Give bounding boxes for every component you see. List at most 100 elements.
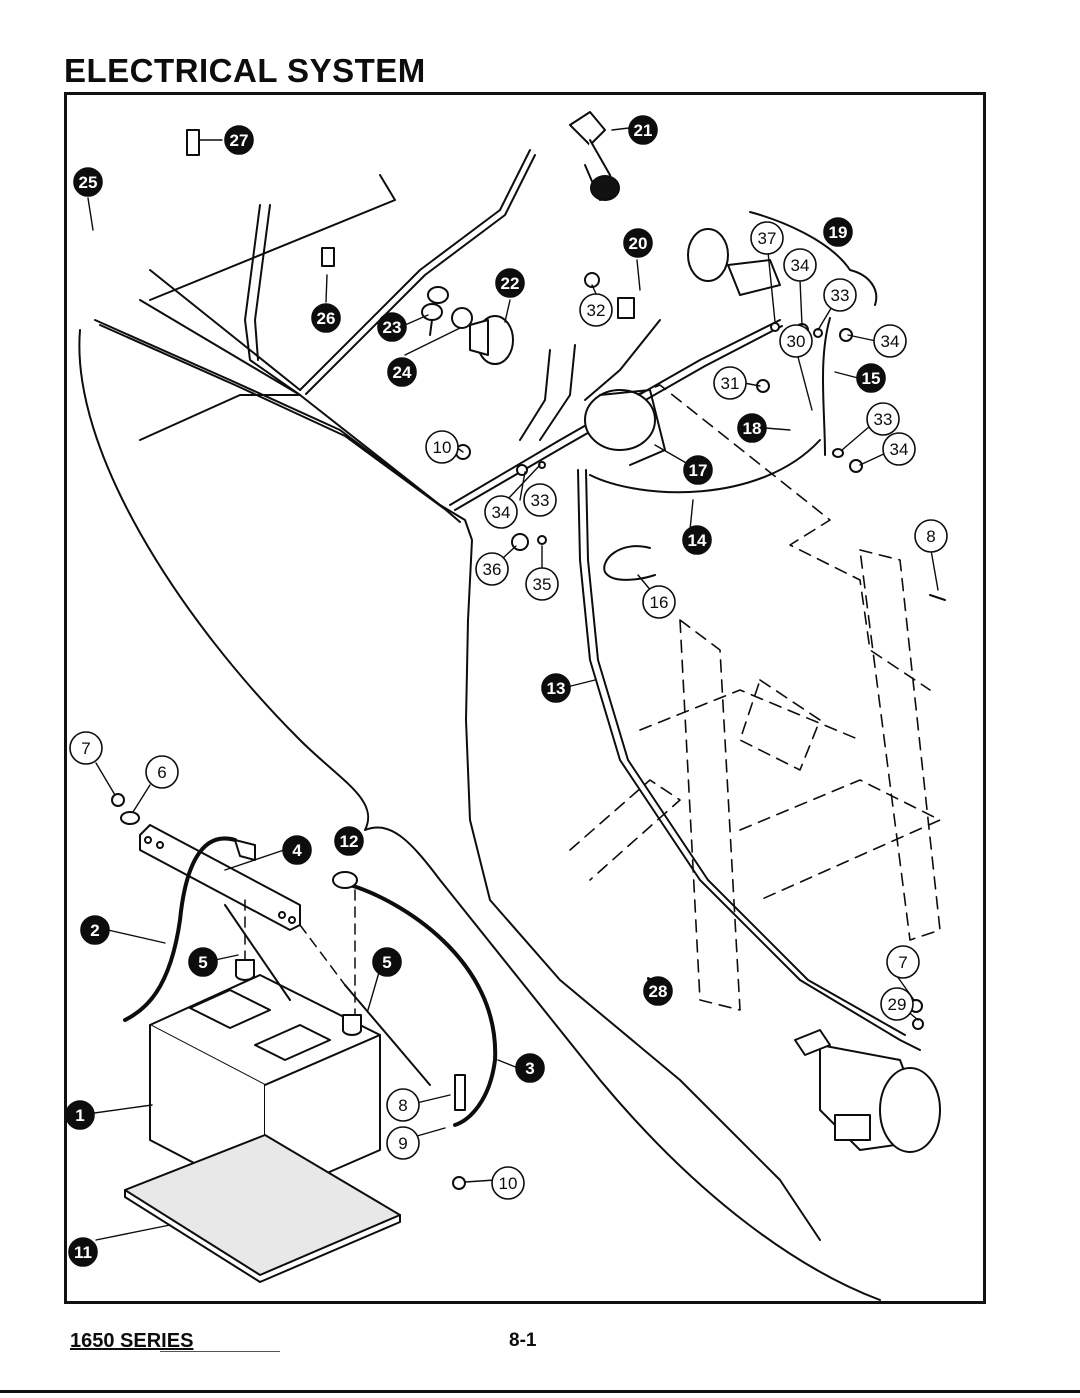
diagram-frame: [64, 92, 986, 1304]
filled-callout-circle: [188, 947, 218, 977]
callout-label: 33: [831, 286, 850, 305]
filled-callout-circle: [856, 363, 886, 393]
filled-callout-circle: [682, 525, 712, 555]
filled-callout-circle: [387, 357, 417, 387]
open-callout-circle: [579, 293, 613, 327]
callout-14: 14: [682, 525, 712, 555]
callout-19: 19: [823, 217, 853, 247]
battery-mat: [124, 1134, 401, 1283]
callout-37: 37: [750, 221, 784, 255]
callout-8: 8: [386, 1088, 420, 1122]
switch-21: [569, 111, 620, 201]
filled-callout-circle: [282, 835, 312, 865]
wiring-harness: [94, 149, 821, 1241]
wire-12: [78, 329, 881, 1301]
callout-13: 13: [541, 673, 571, 703]
callout-label: 28: [649, 982, 668, 1001]
callout-11: 11: [68, 1237, 98, 1267]
filled-callout-circle: [80, 915, 110, 945]
cable-2: [123, 836, 237, 1022]
callout-26: 26: [311, 303, 341, 333]
callout-label: 29: [888, 995, 907, 1014]
callout-8: 8: [914, 519, 948, 553]
callout-label: 20: [629, 234, 648, 253]
callout-12: 12: [334, 826, 364, 856]
callout-label: 7: [898, 953, 907, 972]
open-callout-circle: [484, 495, 518, 529]
callout-3: 3: [515, 1053, 545, 1083]
callout-label: 6: [157, 763, 166, 782]
filled-callout-circle: [623, 228, 653, 258]
callout-label: 32: [587, 301, 606, 320]
open-callout-circle: [523, 483, 557, 517]
callout-label: 4: [292, 841, 302, 860]
cable-13: [577, 469, 921, 1051]
filled-callout-circle: [737, 413, 767, 443]
open-callout-circle: [525, 567, 559, 601]
callout-1: 1: [65, 1100, 95, 1130]
callout-label: 3: [525, 1059, 534, 1078]
callout-36: 36: [475, 552, 509, 586]
callout-5: 5: [188, 947, 218, 977]
open-callout-circle: [882, 432, 916, 466]
small-hardware: [111, 129, 946, 1190]
callout-31: 31: [713, 366, 747, 400]
wire-14: [589, 439, 821, 494]
callout-33: 33: [523, 483, 557, 517]
open-callout-circle: [642, 585, 676, 619]
callout-9: 9: [386, 1126, 420, 1160]
callout-16: 16: [642, 585, 676, 619]
filled-callout-circle: [683, 455, 713, 485]
clamp-16: [603, 545, 656, 581]
callout-label: 17: [689, 461, 708, 480]
callout-10: 10: [425, 430, 459, 464]
callout-29: 29: [880, 987, 914, 1021]
callout-label: 24: [393, 363, 412, 382]
callout-label: 19: [829, 223, 848, 242]
callout-label: 5: [382, 953, 391, 972]
callout-label: 33: [531, 491, 550, 510]
callout-34: 34: [882, 432, 916, 466]
callout-label: 25: [79, 173, 98, 192]
filled-callout-circle: [541, 673, 571, 703]
filled-callout-circle: [334, 826, 364, 856]
filled-callout-circle: [65, 1100, 95, 1130]
footer-underline: [160, 1351, 280, 1352]
callout-5: 5: [372, 947, 402, 977]
key-23: [421, 286, 449, 336]
callout-label: 31: [721, 374, 740, 393]
callout-34: 34: [783, 248, 817, 282]
rod-right: [344, 984, 431, 1086]
filled-callout-circle: [73, 167, 103, 197]
callout-label: 5: [198, 953, 207, 972]
callout-label: 26: [317, 309, 336, 328]
filled-callout-circle: [224, 125, 254, 155]
filled-callout-circle: [377, 312, 407, 342]
callout-label: 21: [634, 121, 653, 140]
solenoid-17: [584, 389, 666, 466]
callout-27: 27: [224, 125, 254, 155]
callout-label: 37: [758, 229, 777, 248]
callout-label: 27: [230, 131, 249, 150]
callout-35: 35: [525, 567, 559, 601]
open-callout-circle: [491, 1166, 525, 1200]
filled-callout-circle: [311, 303, 341, 333]
callout-label: 10: [433, 438, 452, 457]
filled-callout-circle: [628, 115, 658, 145]
footer-page-number: 8-1: [509, 1330, 537, 1351]
callout-32: 32: [579, 293, 613, 327]
footer-series: 1650 SERIES: [70, 1330, 194, 1352]
callout-34: 34: [873, 324, 907, 358]
open-callout-circle: [713, 366, 747, 400]
open-callout-circle: [866, 402, 900, 436]
callout-21: 21: [628, 115, 658, 145]
bottom-rule: [0, 1390, 1080, 1393]
filled-callout-circle: [515, 1053, 545, 1083]
callout-label: 11: [74, 1243, 92, 1262]
open-callout-circle: [386, 1088, 420, 1122]
open-callout-circle: [873, 324, 907, 358]
open-callout-circle: [475, 552, 509, 586]
callout-label: 12: [340, 832, 359, 851]
callout-label: 34: [791, 256, 810, 275]
